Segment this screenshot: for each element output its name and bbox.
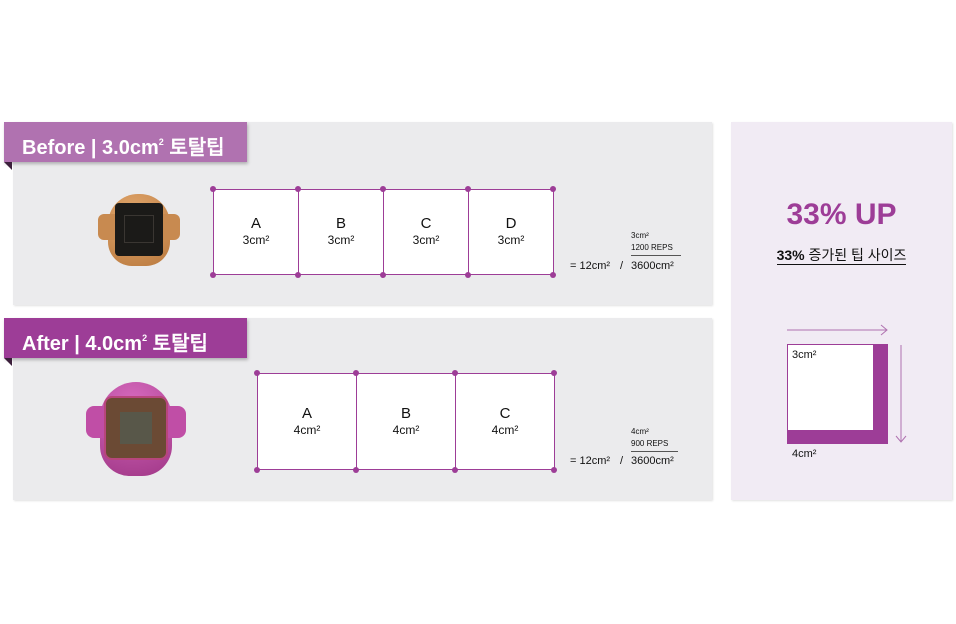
- corner-dot: [550, 186, 556, 192]
- corner-dot: [254, 467, 260, 473]
- before-fraction-line: [631, 255, 681, 256]
- corner-dot: [452, 467, 458, 473]
- after-slash: /: [620, 455, 624, 467]
- subtitle-rest: 증가된 팁 사이즈: [804, 247, 907, 263]
- after-reps: 900 REPS: [631, 439, 669, 448]
- before-reps: 1200 REPS: [631, 243, 673, 252]
- before-total: = 12cm²: [570, 260, 611, 272]
- before-title: Before | 3.0cm: [22, 137, 159, 159]
- before-slash: /: [620, 260, 624, 272]
- corner-dot: [295, 272, 301, 278]
- small-square-label: 3cm²: [792, 349, 817, 361]
- before-header: Before | 3.0cm2 토탈팁: [4, 122, 247, 162]
- cell-letter: C: [420, 215, 432, 232]
- before-header-fold: [4, 162, 12, 170]
- cell-letter: C: [499, 404, 511, 422]
- right-arrow-head: [880, 324, 888, 336]
- corner-dot: [465, 272, 471, 278]
- corner-dot: [452, 370, 458, 376]
- size-diagram: [787, 324, 907, 444]
- cell-area: 3cm²: [412, 233, 440, 247]
- cell-area: 4cm²: [293, 422, 321, 437]
- corner-dot: [210, 272, 216, 278]
- after-title-sup: 2: [142, 333, 148, 343]
- small-square: [788, 345, 873, 430]
- corner-dot: [353, 467, 359, 473]
- cell-letter: B: [400, 404, 411, 422]
- after-tip-image: [86, 382, 186, 476]
- summary-subtitle: 33% 증가된 팁 사이즈: [731, 245, 952, 265]
- cell-area: 3cm²: [497, 233, 525, 247]
- corner-dot: [295, 186, 301, 192]
- corner-dot: [465, 186, 471, 192]
- corner-dot: [353, 370, 359, 376]
- corner-dot: [380, 272, 386, 278]
- after-title: After | 4.0cm: [22, 333, 143, 355]
- corner-dot: [551, 467, 557, 473]
- cell-letter: B: [335, 215, 346, 232]
- after-header-fold: [4, 358, 12, 366]
- cell-letter: D: [505, 215, 517, 232]
- corner-dot: [380, 186, 386, 192]
- before-tip-area: 3cm²: [631, 231, 649, 240]
- after-header: After | 4.0cm2 토탈팁: [4, 318, 247, 358]
- after-tip-area: 4cm²: [631, 427, 649, 436]
- after-fraction-line: [631, 451, 678, 452]
- corner-dot: [551, 370, 557, 376]
- after-title-suffix: 토탈팁: [147, 333, 208, 355]
- cell-area: 4cm²: [392, 422, 420, 437]
- summary-headline: 33% UP: [786, 198, 897, 231]
- cell-area: 3cm²: [327, 233, 355, 247]
- corner-dot: [254, 370, 260, 376]
- cell-area: 4cm²: [491, 422, 519, 437]
- after-total: = 12cm²: [570, 455, 611, 467]
- down-arrow-head: [895, 435, 907, 443]
- cell-letter: A: [250, 215, 261, 232]
- cell-area: 3cm²: [242, 233, 270, 247]
- before-tip-image: [98, 190, 180, 272]
- corner-dot: [210, 186, 216, 192]
- corner-dot: [550, 272, 556, 278]
- after-result: 3600cm²: [631, 455, 674, 467]
- cell-letter: A: [301, 404, 312, 422]
- before-title-sup: 2: [158, 137, 164, 147]
- before-result: 3600cm²: [631, 260, 674, 272]
- subtitle-bold: 33%: [776, 247, 805, 263]
- large-square-label: 4cm²: [792, 448, 817, 460]
- before-title-suffix: 토탈팁: [163, 137, 225, 159]
